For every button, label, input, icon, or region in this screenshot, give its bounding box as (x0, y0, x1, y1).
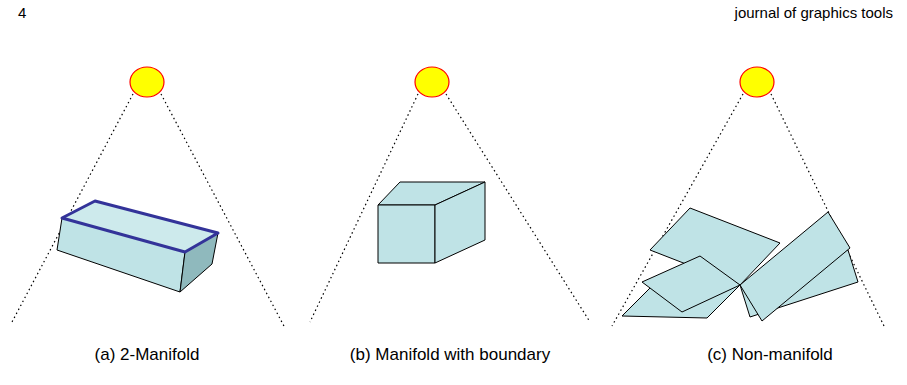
non-manifold-planes (622, 208, 858, 321)
figure-caption: (c) Non-manifold (707, 345, 833, 365)
closed-box (57, 201, 218, 292)
light-source (415, 67, 449, 97)
running-header: journal of graphics tools (735, 4, 893, 21)
light-cone-b (310, 67, 590, 322)
light-cone-a (12, 67, 285, 328)
light-source (740, 67, 774, 97)
page-number: 4 (18, 4, 26, 21)
figure-caption: (a) 2-Manifold (95, 345, 200, 365)
light-source (130, 67, 164, 97)
figure-caption: (b) Manifold with boundary (350, 345, 550, 365)
light-cone-c (612, 67, 884, 326)
open-box (378, 182, 485, 263)
